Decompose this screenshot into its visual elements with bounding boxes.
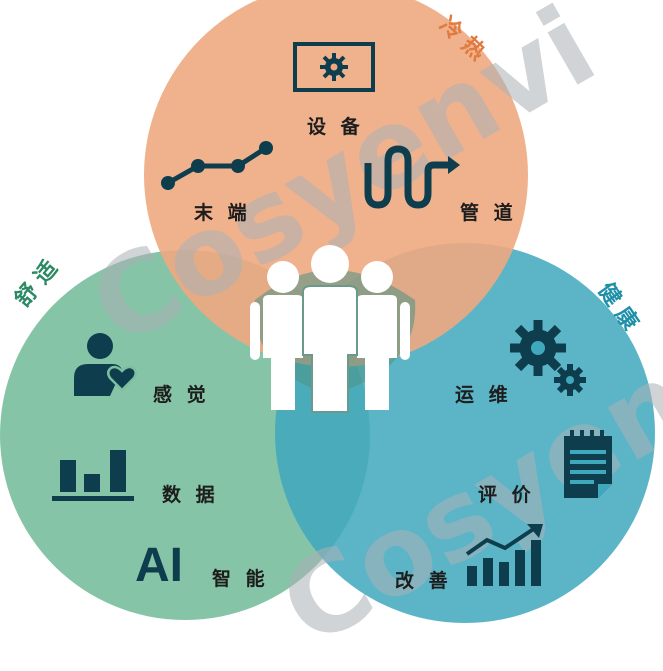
pipe-arrow-icon [364,145,460,209]
line-chart-icon [161,141,273,190]
growth-chart-icon [465,524,543,586]
label-ai: 智 能 [212,568,269,590]
people-group-icon [250,245,410,413]
label-data: 数 据 [162,484,219,506]
label-improvement: 改 善 [395,570,452,592]
monitor-gear-icon [293,42,375,92]
bar-chart-icon [52,450,134,501]
label-pipeline: 管 道 [460,202,517,224]
ai-text: AI [135,539,183,592]
notepad-icon [564,430,612,498]
label-evaluation: 评 价 [478,484,535,506]
circle-cold-heat [144,0,528,367]
label-terminal: 末 端 [194,202,251,224]
person-heart-icon [74,333,137,396]
label-operation: 运 维 [455,384,512,406]
gears-icon [510,320,586,396]
label-equipment: 设 备 [307,116,364,138]
label-perception: 感 觉 [153,384,210,406]
